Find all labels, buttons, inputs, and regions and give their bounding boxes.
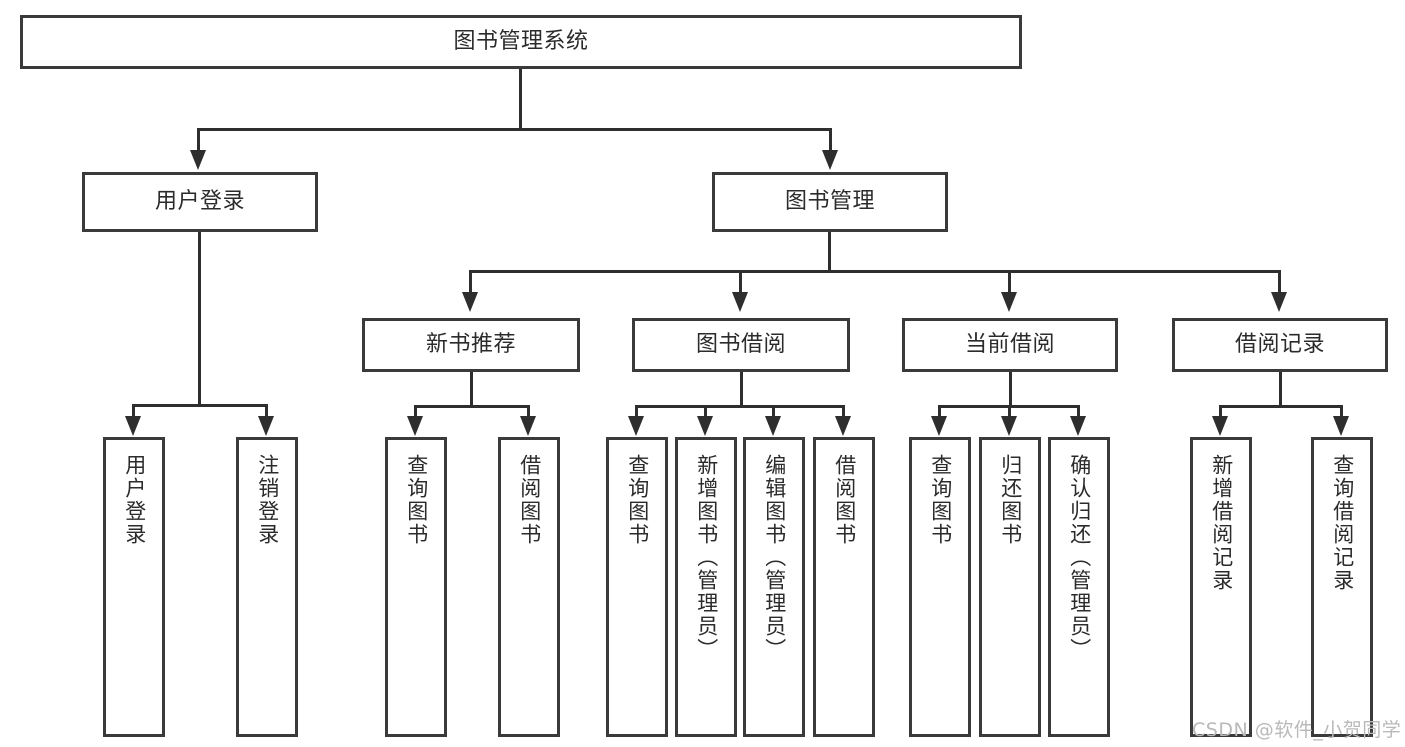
- arrow-cb-leaf2: [1001, 416, 1017, 436]
- leaf-br-add-record[interactable]: 新增借阅记录: [1190, 437, 1252, 737]
- node-label: 图书管理: [784, 189, 875, 215]
- arrow-to-borrow-record: [1271, 292, 1287, 312]
- leaf-nbr-query-book[interactable]: 查询图书: [385, 437, 447, 737]
- node-book-borrow[interactable]: 图书借阅: [632, 318, 850, 372]
- edge-bb-leaf3: [772, 405, 775, 418]
- edge-root-stem: [519, 69, 522, 129]
- edge-cb-leaf1: [938, 405, 941, 418]
- arrow-to-book-management: [822, 150, 838, 170]
- watermark-text: CSDN @软件_小贺同学: [1192, 719, 1402, 741]
- edge-user-login-stem: [198, 232, 201, 406]
- edge-br-leaf1: [1219, 405, 1222, 418]
- node-label: 查询图书: [625, 454, 650, 546]
- arrow-br-leaf2: [1333, 416, 1349, 436]
- leaf-bb-borrow-book[interactable]: 借阅图书: [813, 437, 875, 737]
- arrow-bb-leaf4: [835, 416, 851, 436]
- edge-bb-leaf1: [635, 405, 638, 418]
- leaf-cb-return-book[interactable]: 归还图书: [979, 437, 1041, 737]
- arrow-to-user-login: [190, 150, 206, 170]
- node-book-management[interactable]: 图书管理: [712, 172, 948, 232]
- edge-user-login-bus: [132, 404, 268, 407]
- edge-to-book-management: [829, 128, 832, 153]
- arrow-br-leaf1: [1212, 416, 1228, 436]
- arrow-to-current-borrow: [1001, 292, 1017, 312]
- edge-user-login-leaf2: [265, 404, 268, 419]
- arrow-nbr-leaf2: [520, 416, 536, 436]
- node-label: 确认归还（管理员）: [1067, 454, 1092, 661]
- leaf-bb-edit-book-admin[interactable]: 编辑图书（管理员）: [743, 437, 805, 737]
- leaf-nbr-borrow-book[interactable]: 借阅图书: [498, 437, 560, 737]
- leaf-bb-add-book-admin[interactable]: 新增图书（管理员）: [675, 437, 737, 737]
- arrow-bb-leaf1: [628, 416, 644, 436]
- node-label: 查询借阅记录: [1330, 454, 1355, 592]
- node-label: 查询图书: [404, 454, 429, 546]
- node-user-login[interactable]: 用户登录: [82, 172, 318, 232]
- edge-to-user-login: [197, 128, 200, 153]
- edge-nbr-leaf2: [527, 405, 530, 418]
- edge-book-borrow-stem: [740, 372, 743, 407]
- arrow-bb-leaf3: [765, 416, 781, 436]
- leaf-cb-query-book[interactable]: 查询图书: [909, 437, 971, 737]
- edge-level3-bus: [469, 270, 1281, 273]
- node-label: 查询图书: [928, 454, 953, 546]
- node-borrow-record[interactable]: 借阅记录: [1172, 318, 1388, 372]
- edge-level1-bus: [197, 128, 832, 131]
- node-label: 新增图书（管理员）: [694, 454, 719, 661]
- node-label: 图书管理系统: [453, 29, 589, 55]
- leaf-user-login-logout[interactable]: 注销登录: [236, 437, 298, 737]
- node-label: 用户登录: [154, 189, 245, 215]
- edge-new-book-recommend-bus: [414, 405, 530, 408]
- node-label: 当前借阅: [964, 332, 1055, 358]
- edge-borrow-record-stem: [1279, 372, 1282, 407]
- edge-book-management-stem: [828, 232, 831, 272]
- edge-cb-leaf3: [1077, 405, 1080, 418]
- edge-current-borrow-stem: [1009, 372, 1012, 407]
- edge-bb-leaf2: [704, 405, 707, 418]
- node-new-book-recommend[interactable]: 新书推荐: [362, 318, 580, 372]
- node-label: 注销登录: [255, 454, 280, 546]
- node-label: 编辑图书（管理员）: [762, 454, 787, 661]
- edge-to-borrow-record: [1278, 270, 1281, 295]
- leaf-bb-query-book[interactable]: 查询图书: [606, 437, 668, 737]
- edge-br-leaf2: [1340, 405, 1343, 418]
- node-label: 图书借阅: [695, 332, 786, 358]
- node-current-borrow[interactable]: 当前借阅: [902, 318, 1118, 372]
- node-label: 借阅记录: [1234, 332, 1325, 358]
- edge-new-book-recommend-stem: [470, 372, 473, 407]
- edge-user-login-leaf1: [132, 404, 135, 419]
- edge-cb-leaf2: [1008, 405, 1011, 418]
- edge-bb-leaf4: [842, 405, 845, 418]
- node-root-book-management-system[interactable]: 图书管理系统: [20, 15, 1022, 69]
- arrow-user-login-leaf1: [125, 416, 141, 436]
- leaf-cb-confirm-return-admin[interactable]: 确认归还（管理员）: [1048, 437, 1110, 737]
- arrow-to-new-book-recommend: [462, 292, 478, 312]
- arrow-cb-leaf3: [1070, 416, 1086, 436]
- node-label: 借阅图书: [832, 454, 857, 546]
- arrow-cb-leaf1: [931, 416, 947, 436]
- node-label: 归还图书: [998, 454, 1023, 546]
- arrow-bb-leaf2: [697, 416, 713, 436]
- arrow-to-book-borrow: [732, 292, 748, 312]
- arrow-nbr-leaf1: [407, 416, 423, 436]
- edge-to-current-borrow: [1008, 270, 1011, 295]
- node-label: 新增借阅记录: [1209, 454, 1234, 592]
- edge-book-borrow-bus: [635, 405, 845, 408]
- leaf-user-login-login[interactable]: 用户登录: [103, 437, 165, 737]
- edge-borrow-record-bus: [1219, 405, 1343, 408]
- node-label: 借阅图书: [517, 454, 542, 546]
- edge-to-book-borrow: [739, 270, 742, 295]
- leaf-br-query-record[interactable]: 查询借阅记录: [1311, 437, 1373, 737]
- node-label: 新书推荐: [425, 332, 516, 358]
- edge-nbr-leaf1: [414, 405, 417, 418]
- arrow-user-login-leaf2: [258, 416, 274, 436]
- node-label: 用户登录: [122, 454, 147, 546]
- edge-to-new-book-recommend: [469, 270, 472, 295]
